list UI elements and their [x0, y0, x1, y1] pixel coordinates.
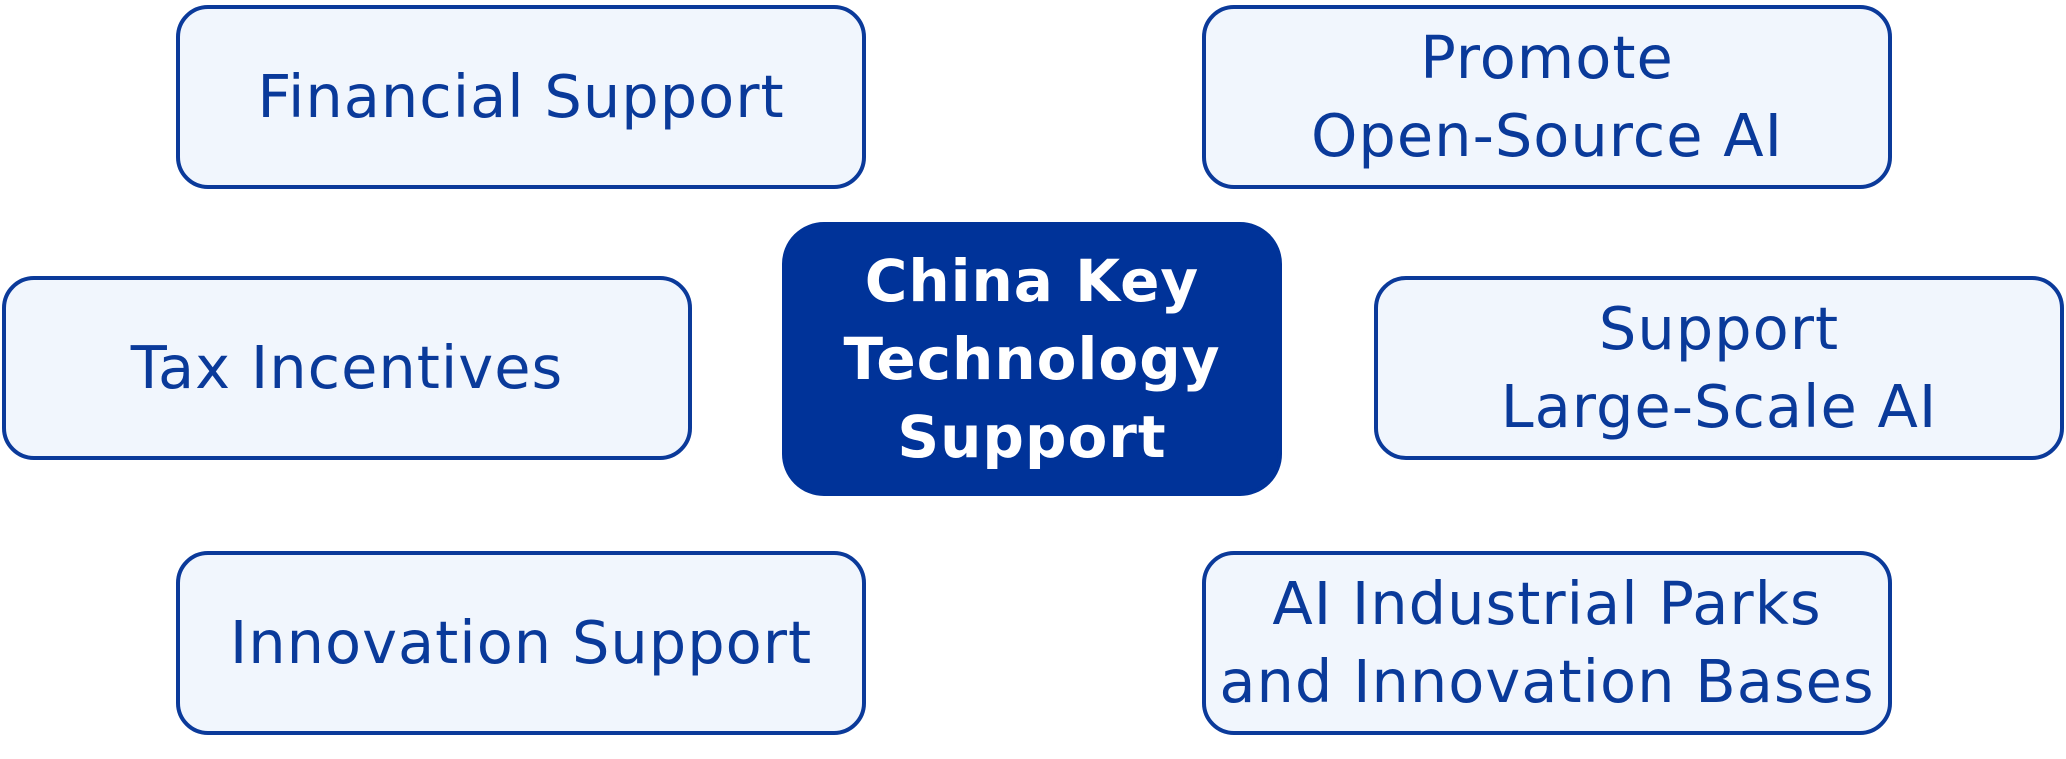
node-label: Innovation Support — [229, 608, 813, 678]
node-innovation-support: Innovation Support — [176, 551, 866, 735]
node-label: Promote Open-Source AI — [1310, 23, 1784, 170]
node-label: Tax Incentives — [130, 333, 564, 403]
node-promote-open-source-ai: Promote Open-Source AI — [1202, 5, 1892, 189]
node-label: Financial Support — [257, 62, 785, 132]
center-node: China Key Technology Support — [782, 222, 1282, 496]
node-ai-industrial-parks: AI Industrial Parks and Innovation Bases — [1202, 551, 1892, 735]
node-financial-support: Financial Support — [176, 5, 866, 189]
node-support-large-scale-ai: Support Large-Scale AI — [1374, 276, 2064, 460]
node-label: AI Industrial Parks and Innovation Bases — [1219, 569, 1875, 716]
node-label: Support Large-Scale AI — [1500, 294, 1938, 441]
center-node-label: China Key Technology Support — [843, 246, 1221, 472]
node-tax-incentives: Tax Incentives — [2, 276, 692, 460]
